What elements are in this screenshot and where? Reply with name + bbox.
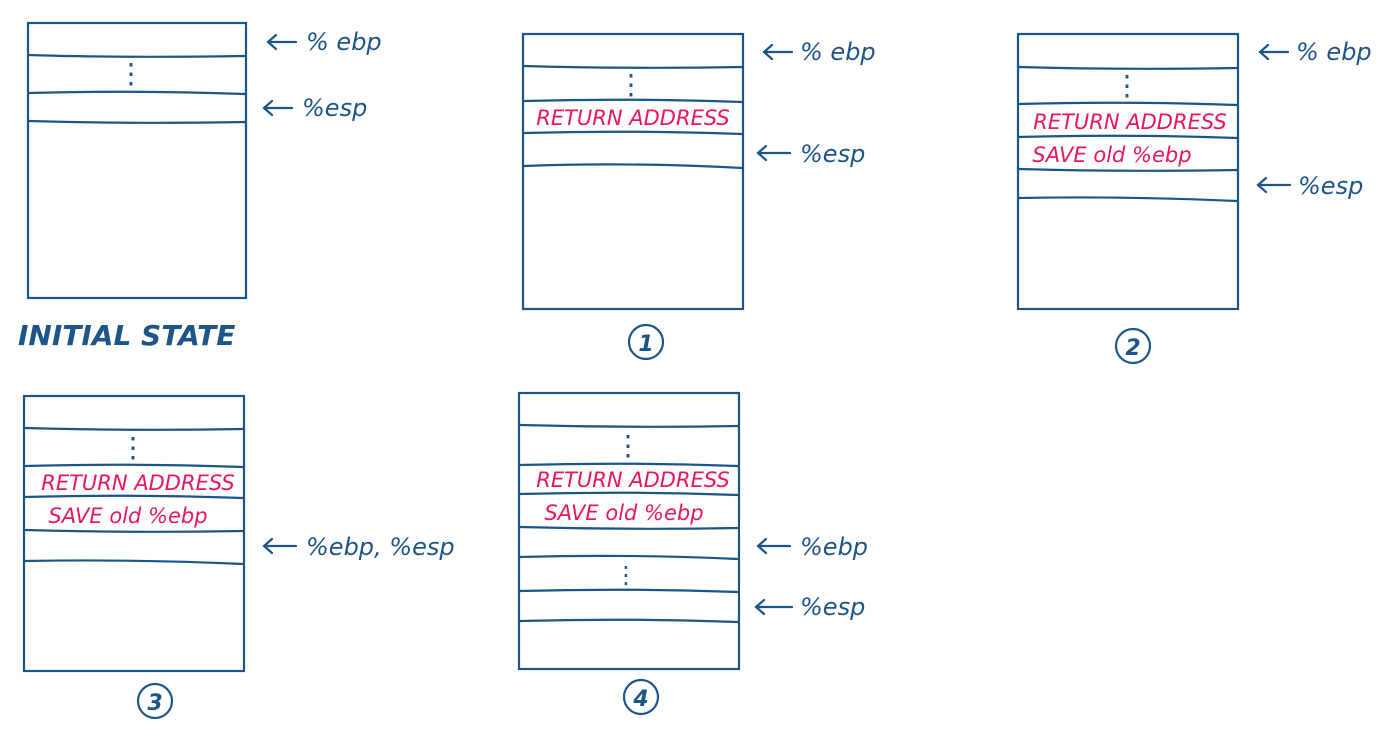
stack-divider <box>23 528 245 533</box>
stack-frame <box>1016 32 1240 311</box>
stack-divider <box>1017 167 1239 172</box>
ebp-pointer: % ebp <box>266 28 382 56</box>
esp-label: %esp <box>800 593 865 621</box>
stack-divider <box>518 588 740 594</box>
arrow-left-icon <box>1258 43 1290 61</box>
stack-divider <box>522 98 744 104</box>
step-badge <box>1114 327 1152 365</box>
stack-divider <box>27 90 247 96</box>
stack-divider <box>23 463 245 469</box>
stack-initial: ⋮ % ebp %esp INITIAL STATE <box>18 21 382 352</box>
step-badge <box>627 323 665 361</box>
ellipsis-dots: ⋮ <box>1113 69 1141 102</box>
saved-ebp-cell: SAVE old %ebp <box>544 501 703 525</box>
state-caption: INITIAL STATE <box>18 319 235 352</box>
state-caption: 2 <box>1125 336 1140 361</box>
stack-divider <box>522 130 744 136</box>
saved-ebp-cell: SAVE old %ebp <box>48 504 207 528</box>
stack-divider <box>1017 134 1239 140</box>
ebp-pointer: %ebp <box>756 533 868 561</box>
esp-pointer: %esp <box>754 593 865 621</box>
stack-divider <box>518 423 740 428</box>
esp-pointer: %esp <box>756 140 865 168</box>
stack-divider <box>27 119 247 124</box>
ebp-pointer: % ebp <box>1258 38 1372 66</box>
stack-divider <box>23 426 245 431</box>
stack-divider <box>1017 65 1239 70</box>
stack-state-4: ⋮ RETURN ADDRESS SAVE old %ebp ⋮ %ebp %e… <box>517 391 868 716</box>
state-caption: 3 <box>147 691 162 716</box>
arrow-left-icon <box>756 537 792 555</box>
stack-divider <box>23 559 245 566</box>
stack-divider <box>518 554 740 561</box>
return-address-cell: RETURN ADDRESS <box>536 468 730 492</box>
arrow-left-icon <box>754 598 794 616</box>
ebp-esp-pointer: %ebp, %esp <box>262 533 455 561</box>
stack-divider <box>1017 101 1239 107</box>
state-caption: 1 <box>638 332 653 357</box>
return-address-cell: RETURN ADDRESS <box>41 471 235 495</box>
stack-divider <box>1017 196 1239 203</box>
arrow-left-icon <box>756 144 792 162</box>
stack-divider <box>518 491 740 497</box>
esp-pointer: %esp <box>262 94 367 122</box>
stack-frame <box>26 21 248 300</box>
ellipsis-dots: ⋮ <box>117 57 145 90</box>
stack-state-3: ⋮ RETURN ADDRESS SAVE old %ebp %ebp, %es… <box>22 394 455 720</box>
arrow-left-icon <box>262 537 298 555</box>
return-address-cell: RETURN ADDRESS <box>1033 110 1227 134</box>
esp-pointer: %esp <box>1256 172 1363 200</box>
ellipsis-dots: ⋮ <box>617 68 645 101</box>
ebp-label: %ebp <box>800 533 868 561</box>
esp-label: %esp <box>1298 172 1363 200</box>
esp-label: %esp <box>302 94 367 122</box>
stack-frame <box>22 394 246 673</box>
ellipsis-dots: ⋮ <box>614 561 638 589</box>
stack-divider <box>522 163 744 170</box>
stack-divider <box>23 494 245 500</box>
ellipsis-dots: ⋮ <box>119 431 147 464</box>
ebp-label: % ebp <box>306 28 382 56</box>
stack-divider <box>27 53 247 58</box>
stack-divider <box>518 618 740 624</box>
step-badge <box>136 682 174 720</box>
step-badge <box>622 678 660 716</box>
ebp-label: % ebp <box>800 38 876 66</box>
saved-ebp-cell: SAVE old %ebp <box>1032 143 1191 167</box>
stack-frame <box>521 32 745 311</box>
arrow-left-icon <box>1256 176 1292 194</box>
ebp-label: % ebp <box>1296 38 1372 66</box>
stack-divider <box>522 64 744 69</box>
ellipsis-dots: ⋮ <box>614 429 642 462</box>
stack-divider <box>518 462 740 468</box>
state-caption: 4 <box>632 687 648 712</box>
return-address-cell: RETURN ADDRESS <box>536 106 730 130</box>
stack-frame <box>517 391 741 671</box>
stack-state-1: ⋮ RETURN ADDRESS % ebp %esp 1 <box>521 32 876 361</box>
ebp-esp-label: %ebp, %esp <box>306 533 455 561</box>
stack-state-2: ⋮ RETURN ADDRESS SAVE old %ebp % ebp %es… <box>1016 32 1372 365</box>
stack-divider <box>518 525 740 530</box>
arrow-left-icon <box>262 99 294 117</box>
ebp-pointer: % ebp <box>762 38 876 66</box>
esp-label: %esp <box>800 140 865 168</box>
arrow-left-icon <box>762 43 794 61</box>
arrow-left-icon <box>266 33 298 51</box>
